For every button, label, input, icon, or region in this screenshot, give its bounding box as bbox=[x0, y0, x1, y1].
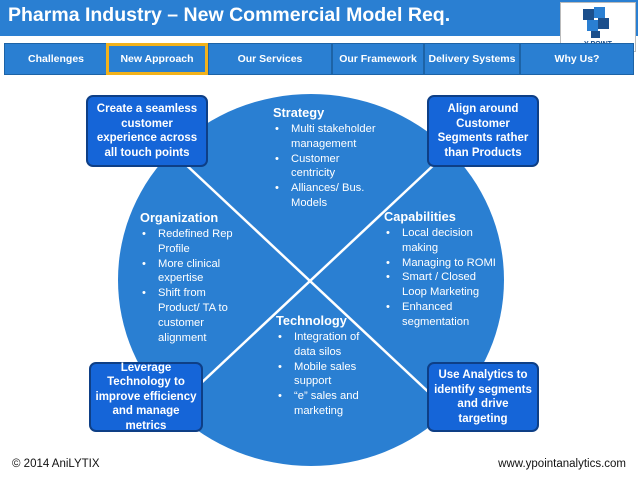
tab-new-approach[interactable]: New Approach bbox=[106, 43, 208, 75]
organization-item: Redefined Rep Profile bbox=[140, 227, 245, 257]
capabilities-item: Managing to ROMI bbox=[384, 256, 496, 271]
strategy-title: Strategy bbox=[273, 105, 325, 120]
technology-section: Technology Integration of data silos Mob… bbox=[276, 313, 378, 419]
technology-title: Technology bbox=[276, 313, 347, 328]
strategy-section: Strategy Multi stakeholder management Cu… bbox=[273, 105, 378, 211]
capabilities-item: Local decision making bbox=[384, 226, 496, 256]
tab-challenges[interactable]: Challenges bbox=[4, 43, 108, 75]
strategy-item: Customer centricity bbox=[273, 152, 378, 182]
callout-customer-segments: Align around Customer Segments rather th… bbox=[427, 95, 539, 167]
organization-item: More clinical expertise bbox=[140, 257, 245, 287]
tab-our-services[interactable]: Our Services bbox=[208, 43, 332, 75]
technology-item: Mobile sales support bbox=[276, 360, 378, 390]
callout-use-analytics: Use Analytics to identify segments and d… bbox=[427, 362, 539, 432]
tab-navigation: Challenges New Approach Our Services Our… bbox=[0, 43, 638, 75]
capabilities-item: Smart / Closed Loop Marketing bbox=[384, 270, 496, 300]
tab-our-framework[interactable]: Our Framework bbox=[332, 43, 424, 75]
callout-seamless-experience: Create a seamless customer experience ac… bbox=[86, 95, 208, 167]
footer-copyright: © 2014 AniLYTIX bbox=[12, 458, 100, 470]
callout-leverage-technology: Leverage Technology to improve efficienc… bbox=[89, 362, 203, 432]
organization-section: Organization Redefined Rep Profile More … bbox=[140, 210, 245, 345]
capabilities-title: Capabilities bbox=[384, 209, 456, 224]
technology-item: Integration of data silos bbox=[276, 330, 378, 360]
organization-title: Organization bbox=[140, 210, 219, 225]
strategy-item: Alliances/ Bus. Models bbox=[273, 181, 378, 211]
capabilities-item: Enhanced segmentation bbox=[384, 300, 496, 330]
capabilities-section: Capabilities Local decision making Manag… bbox=[384, 209, 496, 330]
tab-delivery-systems[interactable]: Delivery Systems bbox=[424, 43, 520, 75]
strategy-item: Multi stakeholder management bbox=[273, 122, 378, 152]
footer-url[interactable]: www.ypointanalytics.com bbox=[498, 458, 626, 470]
title-bar: Pharma Industry – New Commercial Model R… bbox=[0, 0, 638, 36]
tab-why-us[interactable]: Why Us? bbox=[520, 43, 634, 75]
technology-item: “e” sales and marketing bbox=[276, 389, 378, 419]
organization-item: Shift from Product/ TA to customer align… bbox=[140, 286, 245, 345]
page-title: Pharma Industry – New Commercial Model R… bbox=[8, 4, 451, 26]
